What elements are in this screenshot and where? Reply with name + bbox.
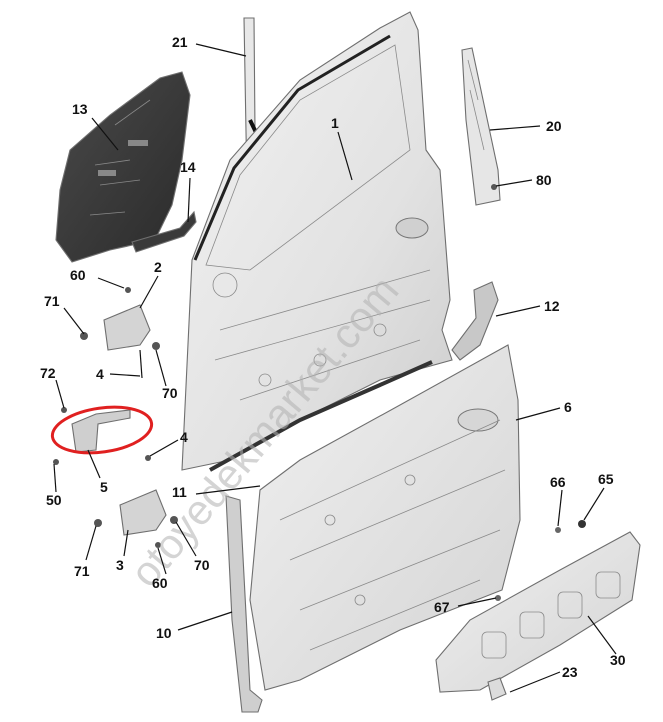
- callout-60-upper: 60: [70, 267, 86, 283]
- part-10-front-seal: [225, 495, 263, 713]
- outer-handle-recess: [457, 408, 499, 432]
- part-2-upper-hinge: [80, 287, 160, 379]
- part-1-door-frame: [181, 11, 453, 471]
- callout-4-lower: 4: [180, 429, 188, 445]
- callout-71-upper: 71: [44, 293, 60, 309]
- callout-21: 21: [172, 34, 188, 50]
- moulding-cell: [481, 631, 507, 659]
- part-11-waist-seal: [209, 360, 433, 472]
- callout-23: 23: [562, 664, 578, 680]
- part-67-clip: [495, 595, 501, 601]
- part-5-door-check: [50, 405, 154, 465]
- callout-14: 14: [180, 159, 196, 175]
- callout-4-upper: 4: [96, 366, 104, 382]
- part-13-door-shield: [55, 71, 191, 263]
- callout-50: 50: [46, 492, 62, 508]
- callout-30: 30: [610, 652, 626, 668]
- callout-20: 20: [546, 118, 562, 134]
- callout-12: 12: [544, 298, 560, 314]
- callout-2: 2: [154, 259, 162, 275]
- part-65-clip: [578, 520, 586, 528]
- callout-6: 6: [564, 399, 572, 415]
- inner-handle-recess: [395, 217, 429, 239]
- callout-labels: 21 13 1 20 14 80 60 2 71 12 4 70 72 6 4 …: [40, 34, 626, 680]
- part-20-pillar-trim: [461, 47, 501, 206]
- callout-3: 3: [116, 557, 124, 573]
- part-23-grommet: [487, 677, 507, 701]
- moulding-cell: [519, 611, 545, 639]
- moulding-cell: [595, 571, 621, 599]
- callout-10: 10: [156, 625, 172, 641]
- callout-13: 13: [72, 101, 88, 117]
- callout-5: 5: [100, 479, 108, 495]
- highlight-circle: [50, 405, 154, 455]
- callout-71-lower: 71: [74, 563, 90, 579]
- callout-11: 11: [172, 484, 187, 500]
- callout-70-lower: 70: [194, 557, 210, 573]
- callout-80: 80: [536, 172, 552, 188]
- callout-60-lower: 60: [152, 575, 168, 591]
- part-30-lower-moulding: [435, 531, 641, 693]
- part-80-screw: [491, 184, 497, 190]
- shield-slot: [128, 140, 148, 146]
- callout-66: 66: [550, 474, 566, 490]
- part-3-lower-hinge: [94, 455, 178, 548]
- callout-67: 67: [434, 599, 450, 615]
- part-14-seal-strip: [131, 210, 197, 253]
- frame-hole: [212, 272, 238, 298]
- part-12-bracket: [451, 281, 499, 361]
- callout-72: 72: [40, 365, 56, 381]
- callout-70-upper: 70: [162, 385, 178, 401]
- part-66-clip: [555, 527, 561, 533]
- moulding-cell: [557, 591, 583, 619]
- callout-1: 1: [331, 115, 339, 131]
- leader-lines: [53, 43, 617, 693]
- part-6-outer-skin: [249, 344, 521, 691]
- shield-slot: [98, 170, 116, 176]
- callout-65: 65: [598, 471, 614, 487]
